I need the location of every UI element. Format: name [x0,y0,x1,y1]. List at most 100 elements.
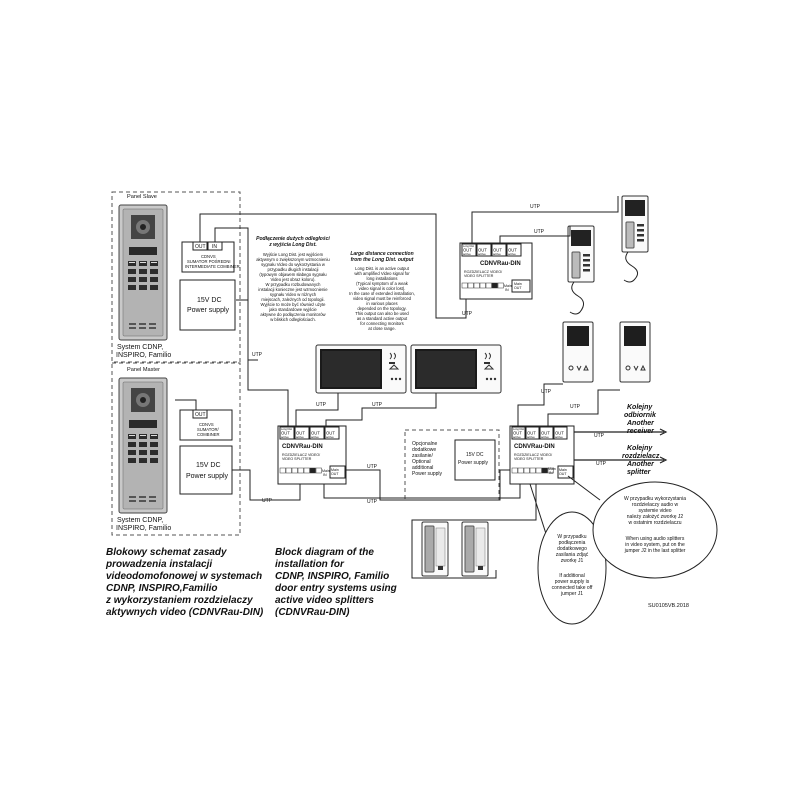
splitter-right-name: CDNVRau-DIN [514,444,555,450]
splitter-right-port-out: OUT [541,431,550,436]
splitter-top-name: CDNVRau-DIN [480,261,521,267]
utp-label: UTP [530,204,541,210]
panel-master-title: Panel Master [127,367,160,373]
note-pl-line: sygnału Video w różnych [270,292,317,297]
caption-en-line: CDNP, INSPIRO, Familio [275,571,389,582]
utp-label: UTP [594,433,605,439]
monitor-tall-1 [562,321,594,383]
another-splitter-label: Kolejny rozdzielacz Another splitter [622,445,660,476]
handset-cord-2 [623,251,638,283]
monitor-wide-1 [315,344,407,394]
caption-en-line: active video splitters [275,595,374,606]
note-pl-line: Video jest obraz koloru). [270,277,315,282]
splitter-top-main-in-1: Main [504,284,512,288]
utp-label: UTP [462,311,473,317]
callout-jumper-j1: W przypadku podłączenia dodatkowego zasi… [537,511,607,625]
combiner-master: OUT CDNVS SUMATOR/ COMBINER [179,409,233,441]
intermediate-combiner: OUT IN CDNVS SUMATOR POŚREDNI INTERMEDIA… [181,241,240,273]
splitter-center: Long Dist OUT active OUT active OUT acti… [277,425,347,485]
caption-en-line: (CDNVRau-DIN) [275,607,350,618]
opt-psu-line: Optional [412,459,431,465]
receiver-en-2: receiver [627,428,655,435]
opt-psu-line: zasilanie/ [412,453,433,459]
power-supply-slave: 15V DC Power supply [179,279,236,331]
splitter-right-port-out: OUT [527,431,536,436]
splitter-top-desc-en: VIDEO SPLITTER [464,274,494,278]
note-en-line: In the case of extended installation, [349,291,415,296]
splitter-center-main-out-2: OUT [331,472,339,476]
psu-master-line2: Power supply [186,473,229,480]
splitter-pl-1: Kolejny [627,445,653,452]
utp-label: UTP [252,352,263,358]
splitter-center-desc-pl: ROZDZIELACZ VIDEO/ [282,453,320,457]
optional-power-supply: Opcjonalne dodatkowe zasilanie/ Optional… [404,429,500,501]
splitter-top-port-out: OUT [508,248,517,253]
callout-j1-line: connected take off [552,585,593,591]
caption-en-line: Block diagram of the [275,547,374,558]
system-label-master-1: System CDNP, [117,517,163,524]
opt-psu-line: Power supply [412,471,443,477]
callout-j2-line: systemie video [638,508,671,514]
panel-slave-frame [111,191,241,363]
splitter-center-port-act: active [281,435,289,439]
document-code: SU0105VB.2018 [648,603,689,609]
splitter-top-ld: Long Dist [463,244,474,248]
callout-j1-line: zasilania zdjąć [556,552,589,558]
callout-j2-line: rozdzielaczy audio w [632,502,679,508]
splitter-pl-2: rozdzielacz [622,453,660,460]
note-pl-line: aktywne do podłączenia monitorów [260,312,326,317]
utp-label: UTP [534,229,545,235]
callout-j2-line: w ostatnim rozdzielaczu [628,520,681,526]
splitter-top-port-act: active [493,252,501,256]
splitter-center-main-out-1: Main [331,468,339,472]
utp-label: UTP [262,498,273,504]
splitter-right-port-act: active [541,435,549,439]
panel-master-frame [111,362,241,536]
caption-pl-line: z wykorzystaniem rozdzielaczy [105,595,253,606]
combiner-master-out: OUT [195,412,206,418]
system-label-slave-2: INSPIRO, Familio [116,352,171,359]
opt-psu-voltage: 15V DC [466,452,484,458]
note-pl-line: (typowym objawem słabego sygnału [259,272,327,277]
splitter-right-port-out: OUT [513,431,522,436]
splitter-right-port-act: active [527,435,535,439]
note-en-line: long installations [367,276,398,281]
monitor-wide-2 [410,344,502,394]
entrance-panel-master [118,377,168,514]
handset-cord-1 [569,281,584,315]
splitter-right-main-in-2: IN [549,471,553,475]
note-pl-line: aktywnym o zwiększonym wzmocnieniu [256,257,330,262]
callout-jumper-j2: W przypadku wykorzystania rozdzielaczy a… [592,481,718,579]
note-en-line: video signal must be reinforced [353,296,412,301]
note-en-line: depended on the topology. [357,306,406,311]
audio-handset-2 [461,521,489,577]
callout-j2-line: W przypadku wykorzystania [624,496,686,502]
splitter-top-desc-pl: ROZDZIELACZ VIDEO/ [464,270,502,274]
combiner-slave-out: OUT [195,244,206,250]
caption-pl-line: CDNP, INSPIRO,Familio [106,583,218,594]
splitter-top-port-out: OUT [493,248,502,253]
splitter-right-main-out-2: OUT [559,472,567,476]
caption-pl-line: Blokowy schemat zasady [106,547,227,558]
caption-english: Block diagram of the installation for CD… [275,547,397,618]
caption-pl-line: prowadzenia instalacji [105,559,212,570]
note-en-line: as a standard active output [357,316,408,321]
note-en-line: Long Dist. is an active output [355,266,410,271]
utp-label: UTP [541,389,552,395]
note-en-line: at close range. [368,326,395,331]
utp-label: UTP [367,464,378,470]
caption-polish: Blokowy schemat zasady prowadzenia insta… [105,547,264,618]
splitter-center-port-act: active [311,435,319,439]
psu-slave-line2: Power supply [187,307,230,314]
combiner-master-line-1: CDNVS [199,422,214,427]
splitter-right-main-out-1: Main [559,468,567,472]
callout-j1-line: If additional [559,573,585,579]
splitter-top-main-out-2: OUT [514,286,522,290]
splitter-center-port-out: OUT [296,431,305,436]
combiner-slave-line-1: CDNVS [201,254,216,259]
callout-j1-line: zworkę J1 [561,558,584,564]
note-en-line: for connecting monitors [360,321,404,326]
note-long-dist-en: Large distance connection from the Long … [349,251,415,331]
splitter-center-desc-en: VIDEO SPLITTER [282,457,312,461]
